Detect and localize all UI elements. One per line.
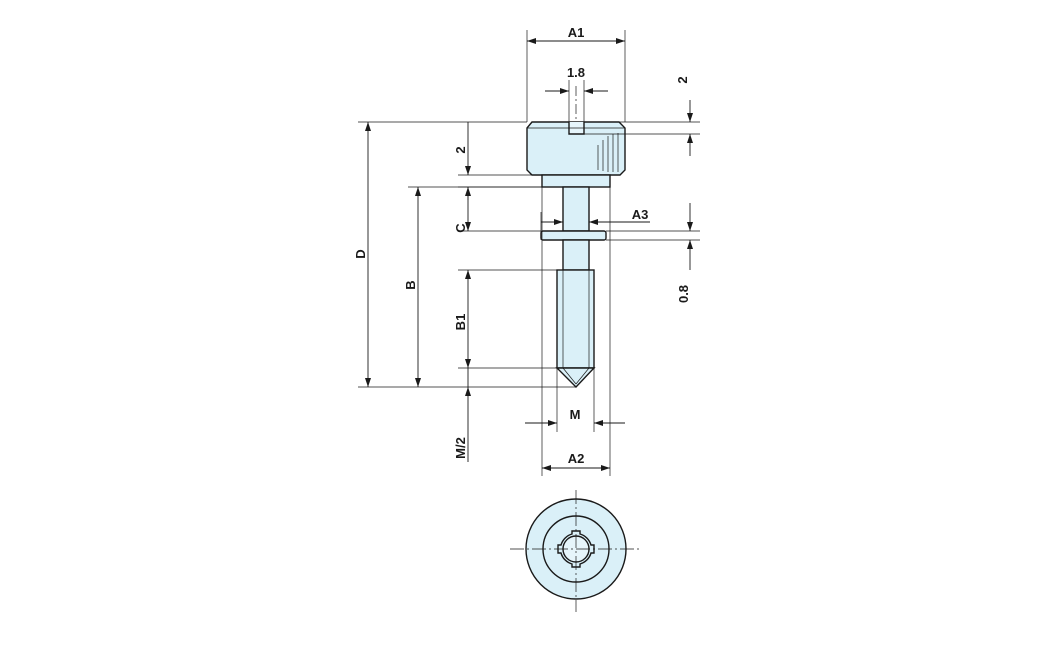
label-washer-thickness: 0.8 xyxy=(676,285,691,303)
screw-side-view xyxy=(526,86,626,389)
label-slot-width: 1.8 xyxy=(567,65,585,80)
dimension-labels: A1 1.8 2 2 C A3 D B 0.8 B1 M M/2 A2 xyxy=(353,25,691,466)
label-head-height: 2 xyxy=(453,146,468,153)
label-a2: A2 xyxy=(568,451,585,466)
label-c: C xyxy=(453,223,468,233)
label-m: M xyxy=(570,407,581,422)
label-m-half: M/2 xyxy=(453,437,468,459)
label-slot-depth: 2 xyxy=(675,76,690,83)
screw-point xyxy=(555,367,596,389)
retaining-washer xyxy=(540,230,607,241)
label-a1: A1 xyxy=(568,25,585,40)
label-b1: B1 xyxy=(453,314,468,331)
screw-head xyxy=(526,121,626,176)
screw-bottom-view xyxy=(510,490,642,612)
label-b: B xyxy=(403,280,418,289)
screw-collar xyxy=(541,174,611,188)
threaded-section xyxy=(556,269,595,369)
dimension-lines xyxy=(358,30,700,476)
knurl-lines xyxy=(597,133,619,172)
screw-shank xyxy=(562,186,590,232)
label-d: D xyxy=(353,249,368,258)
label-a3: A3 xyxy=(632,207,649,222)
